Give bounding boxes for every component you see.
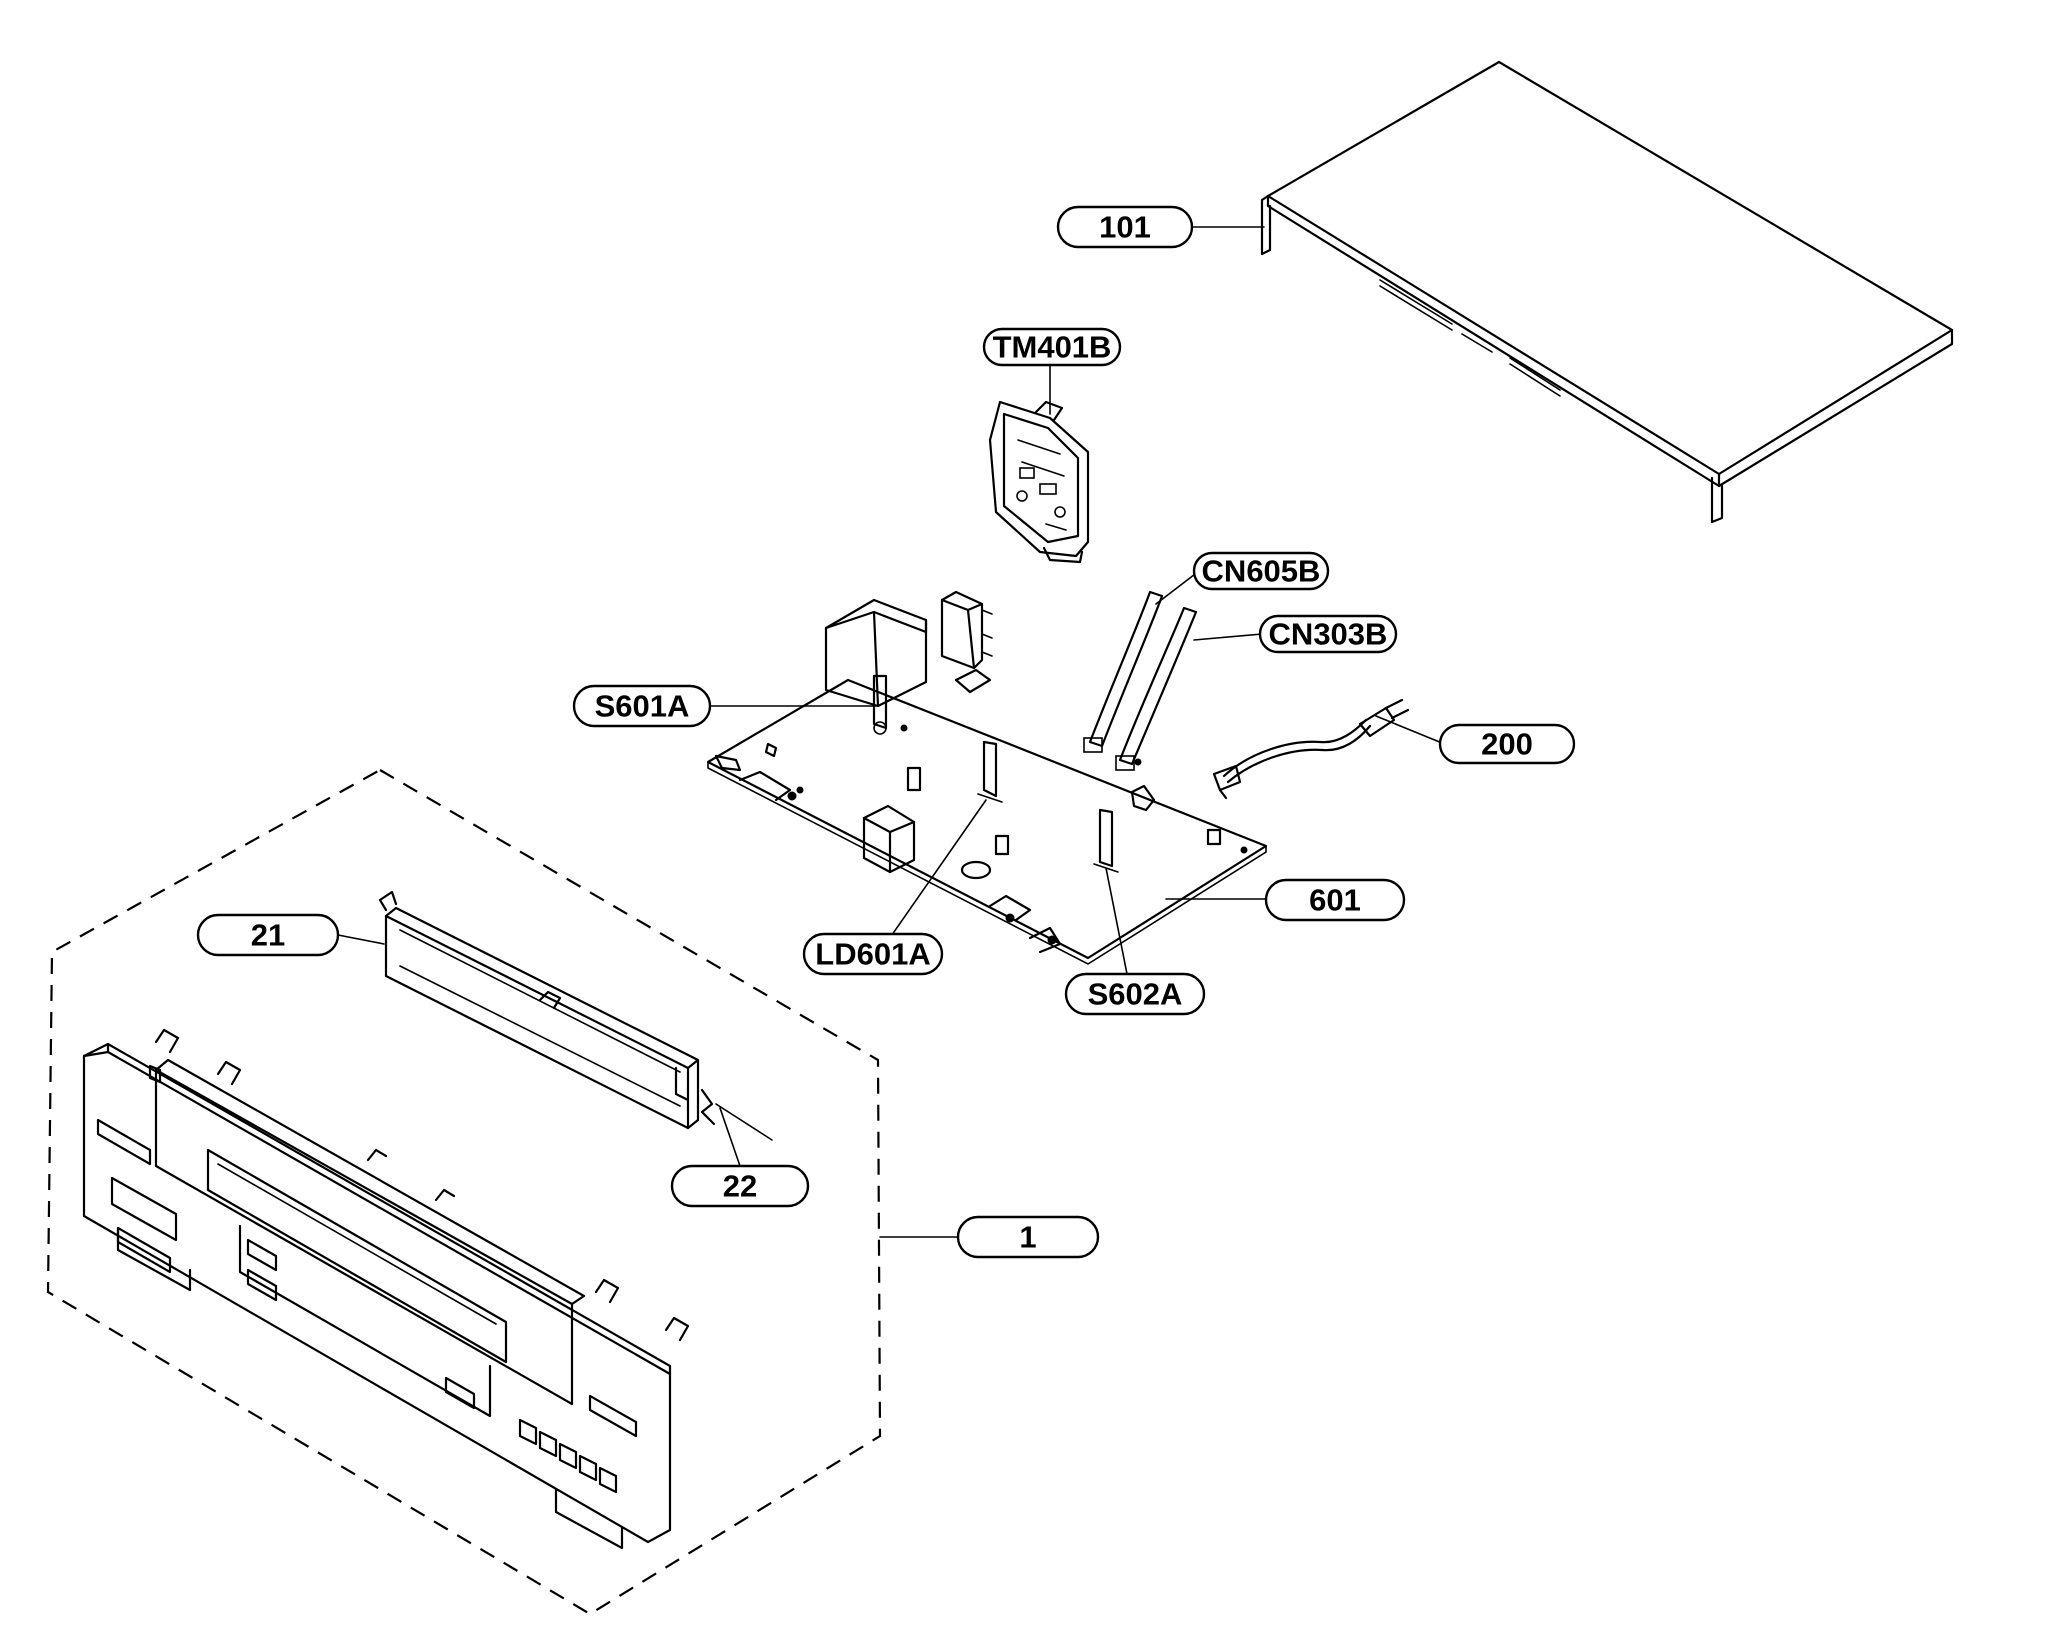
callout-21: 21 xyxy=(196,913,340,957)
callout-200-text: 200 xyxy=(1481,727,1533,762)
callout-s602a: S602A xyxy=(1064,972,1206,1016)
callout-1: 1 xyxy=(956,1215,1100,1259)
flat-cables-part xyxy=(1083,590,1198,771)
timer-module-part xyxy=(988,400,1090,564)
top-cover-part xyxy=(1260,60,1954,524)
callout-101: 101 xyxy=(1056,205,1194,249)
callout-cn303b: CN303B xyxy=(1258,614,1398,654)
leader-lines xyxy=(337,226,1443,1238)
front-panel-body xyxy=(82,1028,690,1550)
callout-cn605b: CN605B xyxy=(1192,551,1330,591)
callout-101-text: 101 xyxy=(1099,210,1151,245)
callout-1-text: 1 xyxy=(1019,1220,1036,1255)
callout-22: 22 xyxy=(670,1164,810,1208)
power-cord-part xyxy=(1212,698,1410,800)
callout-21-text: 21 xyxy=(251,918,285,953)
door-bar-part xyxy=(378,890,700,1130)
door-spring-part xyxy=(700,1088,773,1141)
callout-s602a-text: S602A xyxy=(1088,977,1183,1012)
callout-601: 601 xyxy=(1264,878,1406,922)
callout-ld601a: LD601A xyxy=(802,932,944,976)
callout-cn605b-text: CN605B xyxy=(1202,554,1321,589)
callout-tm401b: TM401B xyxy=(982,327,1122,367)
callout-22-text: 22 xyxy=(723,1169,757,1204)
callout-200: 200 xyxy=(1438,723,1576,765)
callout-s601a-text: S601A xyxy=(595,689,690,724)
callout-601-text: 601 xyxy=(1309,883,1361,918)
callout-s601a: S601A xyxy=(572,684,712,728)
front-panel-assembly-outline xyxy=(46,768,882,1616)
callout-cn303b-text: CN303B xyxy=(1269,617,1388,652)
callout-ld601a-text: LD601A xyxy=(815,937,930,972)
callout-tm401b-text: TM401B xyxy=(993,330,1112,365)
